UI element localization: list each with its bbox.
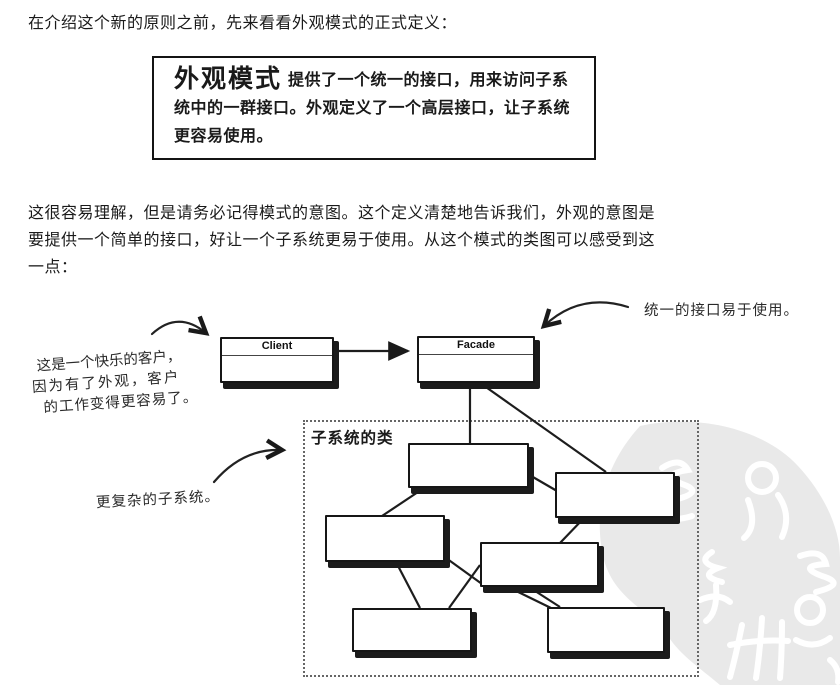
pattern-definition-text: 提供了一个统一的接口，用来访问子系统中的一群接口。外观定义了一个高层接口，让子系… bbox=[174, 72, 571, 145]
happy-client-note-arrow bbox=[150, 315, 210, 336]
subsystem-label: 子系统的类 bbox=[311, 430, 394, 447]
complex-subsystem-note-arrow bbox=[212, 438, 287, 484]
client-class-box: Client bbox=[220, 337, 334, 383]
intro-paragraph: 在介绍这个新的原则之前，先来看看外观模式的正式定义： bbox=[28, 15, 458, 32]
facade-class-box: Facade bbox=[417, 336, 535, 383]
body-paragraph: 这很容易理解，但是请务必记得模式的意图。这个定义清楚地告诉我们，外观的意图是 要… bbox=[28, 200, 728, 281]
subsystem-class-box bbox=[555, 472, 675, 518]
unified-interface-note: 统一的接口易于使用。 bbox=[644, 303, 799, 319]
subsystem-class-box bbox=[352, 608, 472, 652]
body-line: 要提供一个简单的接口，好让一个子系统更易于使用。从这个模式的类图可以感受到这 bbox=[28, 232, 656, 249]
happy-client-note: 这是一个快乐的客户， 因为有了外观，客户 的工作变得更容易了。 bbox=[32, 346, 199, 420]
pattern-name: 外观模式 bbox=[174, 66, 283, 93]
subsystem-class-box bbox=[408, 443, 529, 488]
pattern-definition-box: 外观模式提供了一个统一的接口，用来访问子系统中的一群接口。外观定义了一个高层接口… bbox=[152, 56, 596, 160]
subsystem-class-box bbox=[547, 607, 665, 653]
body-line: 这很容易理解，但是请务必记得模式的意图。这个定义清楚地告诉我们，外观的意图是 bbox=[28, 205, 656, 222]
complex-subsystem-note: 更复杂的子系统。 bbox=[95, 488, 221, 512]
body-line: 一点： bbox=[28, 259, 78, 276]
subsystem-class-box bbox=[480, 542, 599, 587]
subsystem-class-box bbox=[325, 515, 445, 562]
unified-interface-note-arrow bbox=[540, 301, 630, 330]
facade-class-name: Facade bbox=[419, 338, 533, 355]
client-class-name: Client bbox=[222, 339, 332, 356]
